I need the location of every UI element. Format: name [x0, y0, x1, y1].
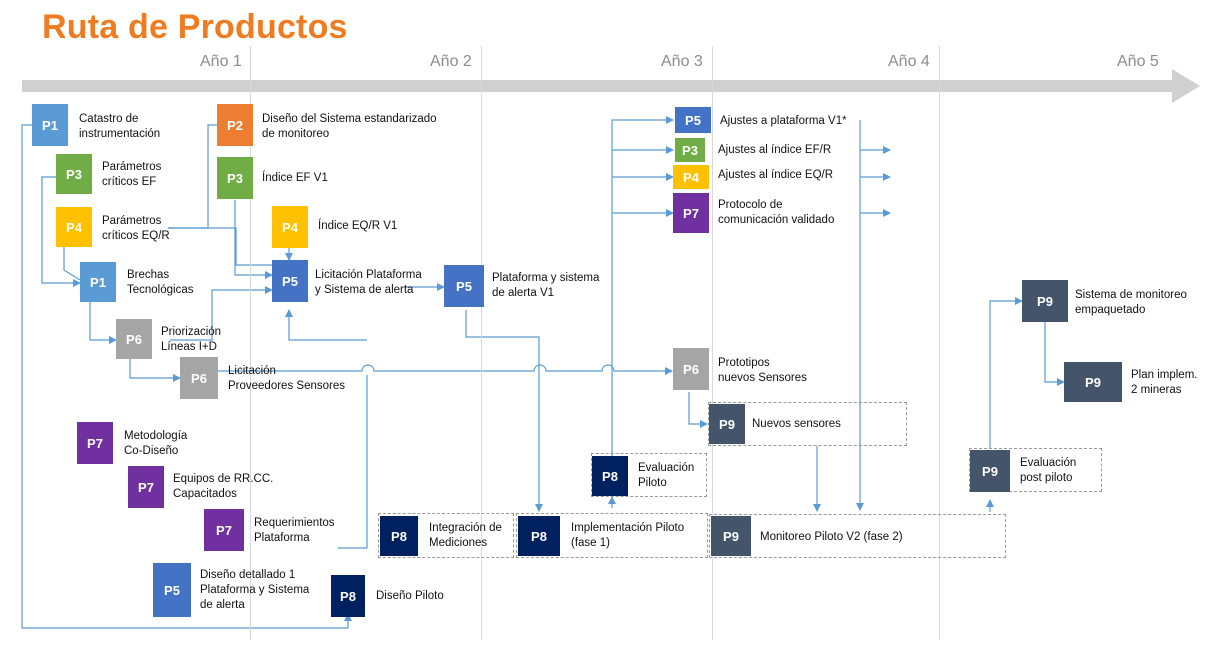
- node-p5-badge: P5: [675, 107, 711, 133]
- timeline-arrow: [22, 69, 1200, 103]
- node-p2-label: Diseño del Sistema estandarizado de moni…: [262, 113, 437, 140]
- node-p5-label: Diseño detallado 1 Plataforma y Sistema …: [200, 569, 310, 611]
- dashed-frame: [378, 513, 514, 558]
- node-p1-label: Catastro de instrumentación: [79, 113, 161, 140]
- node-p9-badge: P9: [711, 516, 751, 556]
- year-divider: [481, 46, 482, 640]
- node-p8-badge: P8: [518, 516, 560, 556]
- dashed-frame: [708, 402, 907, 446]
- node-p8-badge: P8: [592, 456, 628, 496]
- node-p1-badge: P1: [32, 104, 68, 146]
- page-title: Ruta de Productos: [42, 8, 348, 46]
- node-p4-badge: P4: [272, 206, 308, 248]
- node-p6-badge: P6: [180, 357, 218, 399]
- node-p4-badge: P4: [673, 165, 709, 189]
- node-p4-label: Ajustes al índice EQ/R: [718, 169, 834, 181]
- node-p7-badge: P7: [204, 509, 244, 551]
- node-p7-label: Metodología Co-Diseño: [124, 430, 188, 457]
- node-p5-label: Ajustes a plataforma V1*: [720, 115, 847, 127]
- node-p6-label: Licitación Proveedores Sensores: [228, 365, 345, 392]
- node-p4-label: Parámetros críticos EQ/R: [102, 215, 170, 242]
- node-p8-label: Integración de Mediciones: [429, 522, 502, 549]
- node-p6-badge: P6: [673, 348, 709, 390]
- node-p4-badge: P4: [56, 207, 92, 247]
- node-p8-label: Implementación Piloto (fase 1): [571, 522, 685, 549]
- node-p3-label: Parámetros críticos EF: [102, 161, 162, 188]
- node-p9-label: Monitoreo Piloto V2 (fase 2): [760, 531, 903, 543]
- year-label-3: Año 3: [661, 53, 703, 70]
- node-p5-badge: P5: [444, 265, 484, 307]
- node-p5-badge: P5: [153, 563, 191, 617]
- node-p8-label: Diseño Piloto: [376, 590, 444, 602]
- node-p6-label: Prototipos nuevos Sensores: [718, 357, 807, 384]
- node-p7-label: Equipos de RR.CC. Capacitados: [173, 473, 274, 500]
- node-p8-badge: P8: [380, 516, 418, 556]
- node-p4-label: Índice EQ/R V1: [318, 220, 398, 232]
- year-label-2: Año 2: [430, 53, 472, 70]
- year-label-4: Año 4: [888, 53, 930, 70]
- dashed-frame: [969, 448, 1102, 492]
- dashed-frame: [709, 514, 1006, 558]
- node-p1-badge: P1: [80, 262, 116, 302]
- dashed-frame: [516, 513, 708, 558]
- node-p7-badge: P7: [128, 466, 164, 508]
- node-p7-badge: P7: [77, 422, 113, 464]
- node-p9-badge: P9: [1022, 280, 1068, 322]
- node-p1-label: Brechas Tecnológicas: [127, 269, 194, 296]
- node-p3-badge: P3: [675, 138, 705, 162]
- node-p9-label: Nuevos sensores: [752, 418, 841, 430]
- node-p8-label: Evaluación Piloto: [638, 462, 695, 489]
- year-divider: [250, 46, 251, 640]
- node-p3-badge: P3: [56, 154, 92, 194]
- year-divider: [939, 46, 940, 640]
- node-p9-label: Plan implem. 2 mineras: [1131, 369, 1198, 396]
- node-p9-badge: P9: [709, 404, 745, 444]
- year-label-1: Año 1: [200, 53, 242, 70]
- node-p9-badge: P9: [1064, 362, 1122, 402]
- node-p7-badge: P7: [673, 193, 709, 233]
- node-p2-badge: P2: [217, 104, 253, 146]
- node-p9-label: Sistema de monitoreo empaquetado: [1075, 289, 1187, 316]
- node-p3-label: Índice EF V1: [262, 172, 328, 184]
- year-label-5: Año 5: [1117, 53, 1159, 70]
- dashed-frame: [591, 453, 707, 497]
- node-p3-badge: P3: [217, 157, 253, 199]
- node-p5-label: Plataforma y sistema de alerta V1: [492, 272, 600, 299]
- node-p7-label: Protocolo de comunicación validado: [718, 199, 835, 226]
- node-p6-label: Priorización Líneas I+D: [161, 326, 222, 353]
- node-p5-badge: P5: [272, 260, 308, 302]
- node-p9-label: Evaluación post piloto: [1020, 457, 1077, 484]
- node-p3-label: Ajustes al índice EF/R: [718, 144, 832, 156]
- node-p9-badge: P9: [970, 450, 1010, 492]
- node-p6-badge: P6: [116, 319, 152, 359]
- node-p8-badge: P8: [331, 575, 365, 617]
- node-p5-label: Licitación Plataforma y Sistema de alert…: [315, 269, 422, 296]
- year-divider: [712, 46, 713, 640]
- node-p7-label: Requerimientos Plataforma: [254, 517, 335, 544]
